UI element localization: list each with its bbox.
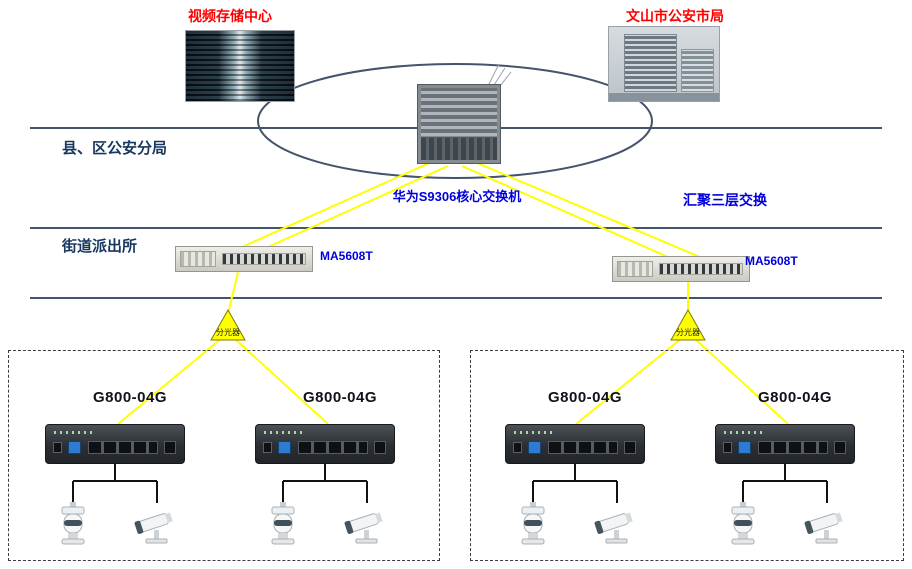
splitter-label-left: 分光器 <box>216 328 240 337</box>
onu-label-1: G800-04G <box>92 389 168 406</box>
core-switch-device <box>417 84 501 164</box>
olt-label-left: MA5608T <box>320 249 373 263</box>
ethernet-ports <box>88 441 158 454</box>
console-port <box>528 441 541 454</box>
power-port <box>513 442 522 453</box>
onu-switch-2 <box>255 424 395 464</box>
onu-label-3: G800-04G <box>547 389 623 406</box>
site-label-city-bureau: 文山市公安市局 <box>626 8 724 24</box>
splitter-triangles <box>210 308 706 341</box>
access-zone-box-left <box>8 350 440 561</box>
led-row <box>54 431 96 434</box>
uplink-port <box>164 441 176 454</box>
console-port <box>68 441 81 454</box>
led-row <box>264 431 306 434</box>
console-port <box>738 441 751 454</box>
onu-switch-4 <box>715 424 855 464</box>
splitter-label-right: 分光器 <box>676 328 700 337</box>
olt-device-left <box>175 246 313 272</box>
power-port <box>263 442 272 453</box>
switch-fan-tray <box>421 137 497 160</box>
building-tower <box>624 33 678 93</box>
core-switch-label: 华为S9306核心交换机 <box>392 189 522 204</box>
tier-label-street-station: 街道派出所 <box>62 238 138 255</box>
site-label-video-storage: 视频存储中心 <box>188 8 272 24</box>
olt-device-right <box>612 256 750 282</box>
uplink-port <box>374 441 386 454</box>
olt-label-right: MA5608T <box>745 254 798 268</box>
tier-label-county-branch: 县、区公安分局 <box>62 140 168 157</box>
power-port <box>723 442 732 453</box>
uplink-port <box>624 441 636 454</box>
building-annex <box>680 49 714 93</box>
onu-switch-3 <box>505 424 645 464</box>
switch-card-slots <box>421 88 497 136</box>
camera-links <box>72 464 828 503</box>
ethernet-ports <box>298 441 368 454</box>
onu-label-4: G800-04G <box>757 389 833 406</box>
aggregation-note-label: 汇聚三层交换 <box>683 192 767 208</box>
fiber-links <box>117 159 789 425</box>
onu-label-2: G800-04G <box>302 389 378 406</box>
building-ground <box>609 92 719 101</box>
onu-switch-1 <box>45 424 185 464</box>
bureau-building-photo <box>608 26 720 102</box>
led-row <box>724 431 766 434</box>
led-row <box>514 431 556 434</box>
server-room-photo <box>185 30 295 102</box>
ethernet-ports <box>548 441 618 454</box>
core-ring-ellipse <box>257 63 653 179</box>
console-port <box>278 441 291 454</box>
power-port <box>53 442 62 453</box>
access-zone-box-right <box>470 350 904 561</box>
uplink-port <box>834 441 846 454</box>
ethernet-ports <box>758 441 828 454</box>
